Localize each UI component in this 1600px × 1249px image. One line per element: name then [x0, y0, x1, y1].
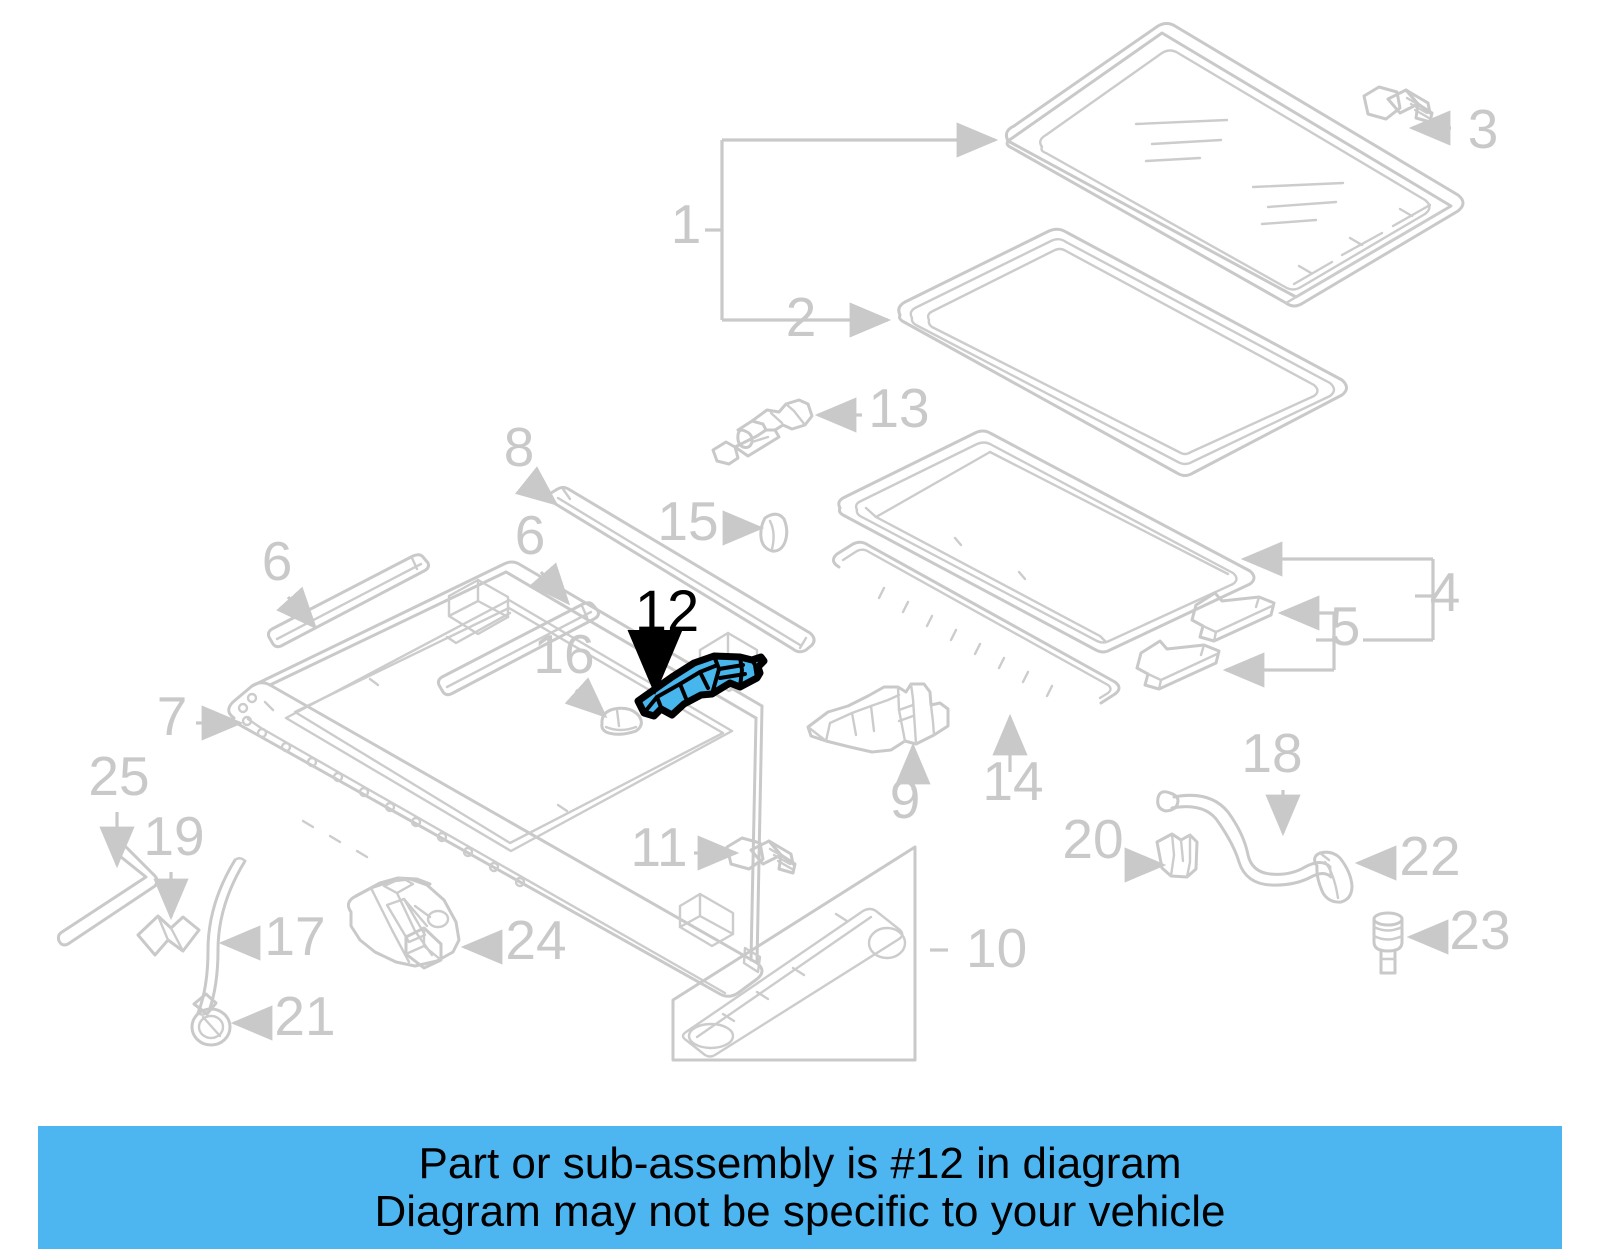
callout-label-2: 2	[786, 286, 817, 348]
callout-label-10: 10	[966, 917, 1027, 979]
part-hex-flange-bolt	[725, 836, 797, 875]
info-banner: Part or sub-assembly is #12 in diagram D…	[38, 1126, 1562, 1249]
callout-label-24: 24	[505, 909, 566, 971]
callout-label-14: 14	[982, 750, 1043, 812]
callout-label-9: 9	[890, 768, 921, 830]
part-hose-clip	[1155, 832, 1199, 879]
callout-label-6a: 6	[262, 530, 293, 592]
leader-group-1-2	[705, 122, 999, 338]
part-reinforcement-panel	[671, 845, 917, 1062]
callout-label-17: 17	[264, 905, 325, 967]
leader-6a	[276, 586, 318, 630]
callout-label-4: 4	[1430, 561, 1461, 623]
part-sunshade-frame	[897, 227, 1348, 477]
leader-8	[515, 466, 559, 506]
banner-line-1: Part or sub-assembly is #12 in diagram	[418, 1139, 1182, 1189]
part-retainer-clip	[136, 914, 201, 957]
callout-label-5: 5	[1330, 595, 1361, 657]
part-drain-hose	[196, 857, 247, 1016]
callout-label-21: 21	[274, 985, 335, 1047]
callout-label-20: 20	[1062, 808, 1123, 870]
callout-label-7: 7	[157, 685, 188, 747]
callout-label-12: 12	[635, 579, 700, 644]
part-rear-rail-frame	[837, 429, 1256, 654]
part-stud-bolt	[1372, 911, 1404, 975]
leader-6b	[529, 562, 571, 606]
callout-label-23: 23	[1449, 899, 1510, 961]
part-sunroof-motor	[346, 876, 461, 970]
callout-label-15: 15	[657, 490, 718, 552]
callout-label-22: 22	[1399, 825, 1460, 887]
callout-label-8: 8	[504, 416, 535, 478]
part-side-trim-rail-right	[436, 601, 600, 697]
leader-16	[564, 677, 608, 719]
part-deflector-wedge	[759, 512, 789, 553]
part-drive-cable	[1156, 790, 1333, 887]
banner-line-2: Diagram may not be specific to your vehi…	[374, 1186, 1226, 1236]
part-glass-panel	[1005, 22, 1465, 308]
part-drain-nipple	[190, 992, 232, 1047]
part-guide-bracket-lower	[1135, 639, 1221, 691]
part-cable-end-cap	[1313, 850, 1354, 904]
callout-label-18: 18	[1241, 722, 1302, 784]
part-guide-bracket-upper	[1190, 591, 1276, 643]
callout-label-1: 1	[671, 193, 702, 255]
part-weatherstrip-seal	[832, 540, 1121, 705]
leader-group-4-5	[1222, 541, 1435, 688]
part-drive-block-bracket	[806, 682, 950, 754]
callout-label-11: 11	[630, 816, 687, 878]
callout-label-6b: 6	[515, 504, 546, 566]
part-grommet-cap	[600, 706, 643, 736]
part-link-lever-assembly	[711, 398, 814, 466]
part-flange-bolt-3	[1362, 85, 1434, 124]
callout-label-25: 25	[88, 745, 149, 807]
callout-label-3: 3	[1468, 98, 1499, 160]
callout-label-16: 16	[533, 623, 594, 685]
callout-label-13: 13	[868, 377, 929, 439]
callout-label-19: 19	[143, 805, 204, 867]
